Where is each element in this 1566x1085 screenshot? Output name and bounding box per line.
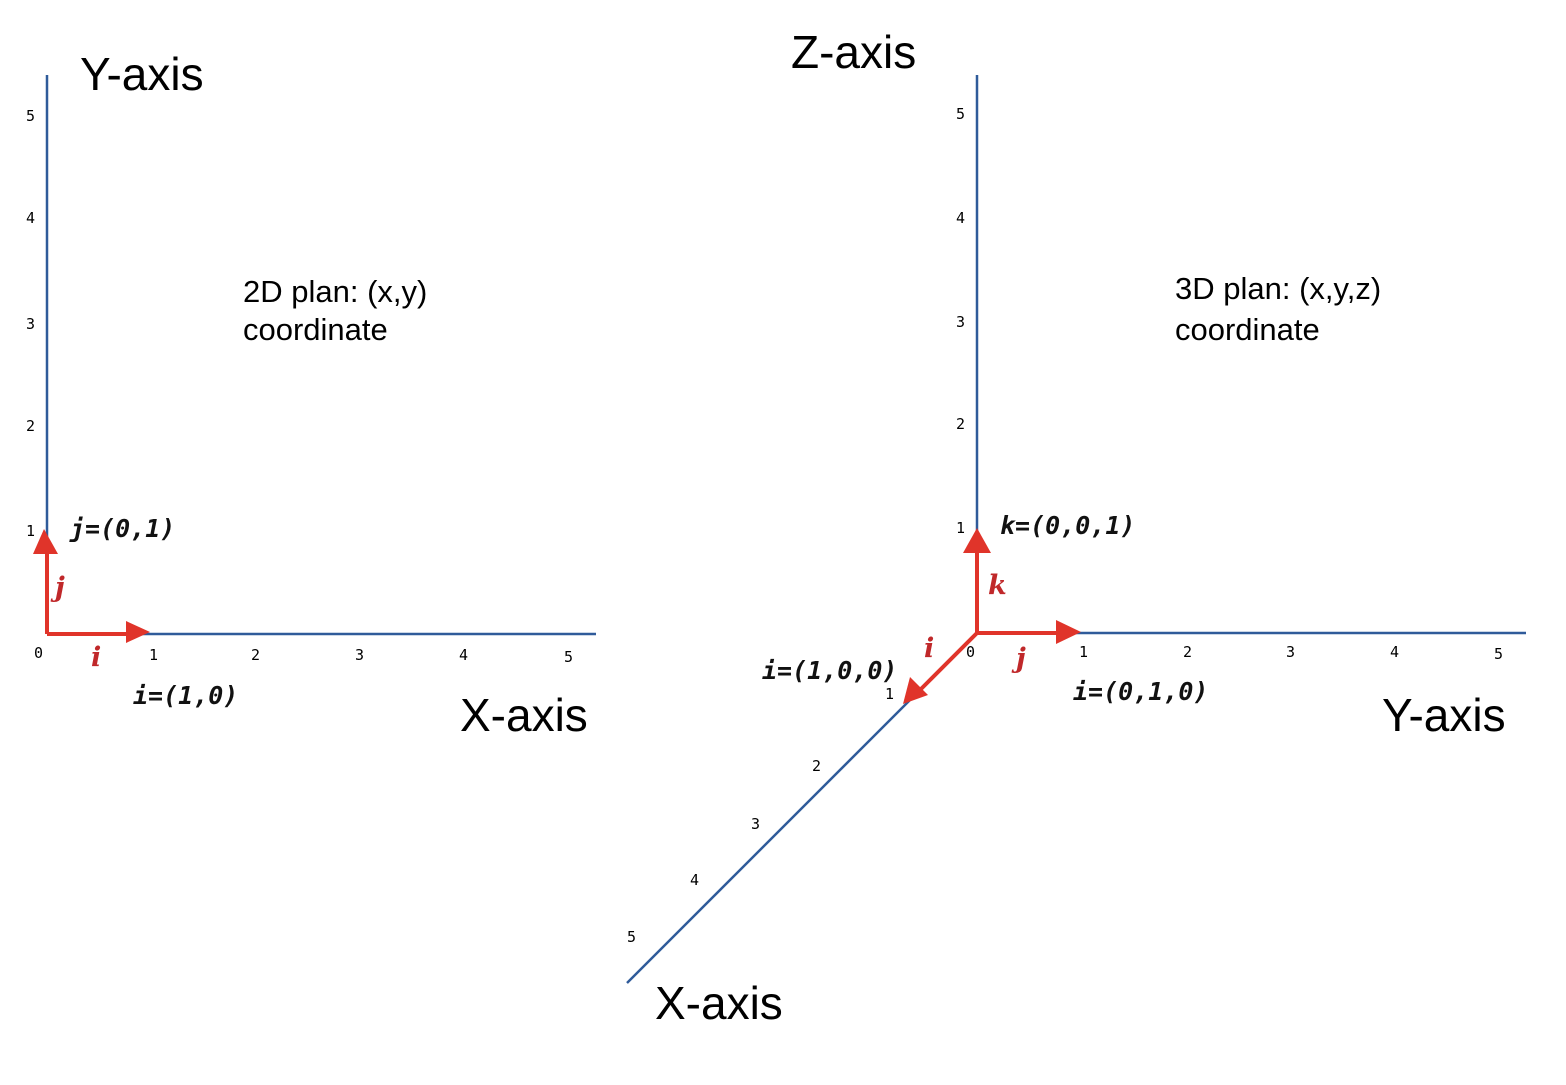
x-tick-3d: 1: [885, 685, 894, 703]
y-tick-3d: 5: [1494, 645, 1503, 663]
y-tick-2d: 5: [26, 107, 35, 125]
x-tick-3d: 3: [751, 815, 760, 833]
x-tick-2d: 3: [355, 646, 364, 664]
x-tick-3d: 2: [812, 757, 821, 775]
y-axis-title-3d: Y-axis: [1382, 689, 1506, 741]
z-tick-3d: 2: [956, 415, 965, 433]
x-tick-3d: 4: [690, 871, 699, 889]
y-tick-2d: 1: [26, 522, 35, 540]
y-tick-2d: 2: [26, 417, 35, 435]
unit-vector-i-3d-arrowhead: [903, 677, 928, 704]
unit-vector-j-3d-arrowhead: [1056, 620, 1081, 644]
y-axis-title-2d: Y-axis: [80, 48, 204, 100]
diagram-2d: Y-axis X-axis 2D plan: (x,y) coordinate …: [26, 48, 596, 741]
unit-vector-i-3d: [918, 631, 979, 692]
x-tick-3d: 5: [627, 928, 636, 946]
i-vector-label-3d: i=(1,0,0): [762, 656, 897, 685]
unit-vector-j-2d-arrowhead: [33, 529, 58, 554]
x-tick-2d: 4: [459, 646, 468, 664]
unit-vector-i-name-3d: i: [924, 633, 934, 664]
x-tick-2d: 2: [251, 646, 260, 664]
unit-vector-j-name-3d: j: [1011, 643, 1026, 674]
x-axis-title-2d: X-axis: [460, 689, 588, 741]
caption-2d-line1: 2D plan: (x,y): [243, 274, 427, 309]
z-tick-3d: 1: [956, 519, 965, 537]
i-vector-label-2d: i=(1,0): [133, 681, 238, 710]
unit-vector-k-name-3d: k: [988, 570, 1007, 601]
j-vector-label-2d: j=(0,1): [69, 514, 175, 543]
origin-tick-2d: 0: [34, 644, 43, 662]
x-axis-title-3d: X-axis: [655, 977, 783, 1029]
origin-tick-3d: 0: [966, 643, 975, 661]
x-tick-2d: 5: [564, 648, 573, 666]
z-axis-title-3d: Z-axis: [791, 26, 916, 78]
k-vector-label-3d: k=(0,0,1): [1000, 511, 1135, 540]
unit-vector-j-name-2d: j: [50, 572, 65, 603]
caption-2d-line2: coordinate: [243, 312, 388, 347]
y-tick-3d: 2: [1183, 643, 1192, 661]
caption-3d-line2: coordinate: [1175, 312, 1320, 347]
z-tick-3d: 3: [956, 313, 965, 331]
y-tick-3d: 4: [1390, 643, 1399, 661]
x-tick-2d: 1: [149, 646, 158, 664]
unit-vector-i-name-2d: i: [91, 642, 101, 673]
caption-3d-line1: 3D plan: (x,y,z): [1175, 271, 1381, 306]
y-tick-3d: 3: [1286, 643, 1295, 661]
z-tick-3d: 5: [956, 105, 965, 123]
z-tick-3d: 4: [956, 209, 965, 227]
diagram-3d: Z-axis Y-axis X-axis 3D plan: (x,y,z) co…: [626, 26, 1526, 1029]
y-tick-2d: 3: [26, 315, 35, 333]
unit-vector-k-3d-arrowhead: [963, 528, 991, 553]
unit-vector-i-2d-arrowhead: [126, 621, 150, 643]
y-tick-3d: 1: [1079, 643, 1088, 661]
j-vector-label-3d: i=(0,1,0): [1073, 677, 1208, 706]
y-tick-2d: 4: [26, 209, 35, 227]
